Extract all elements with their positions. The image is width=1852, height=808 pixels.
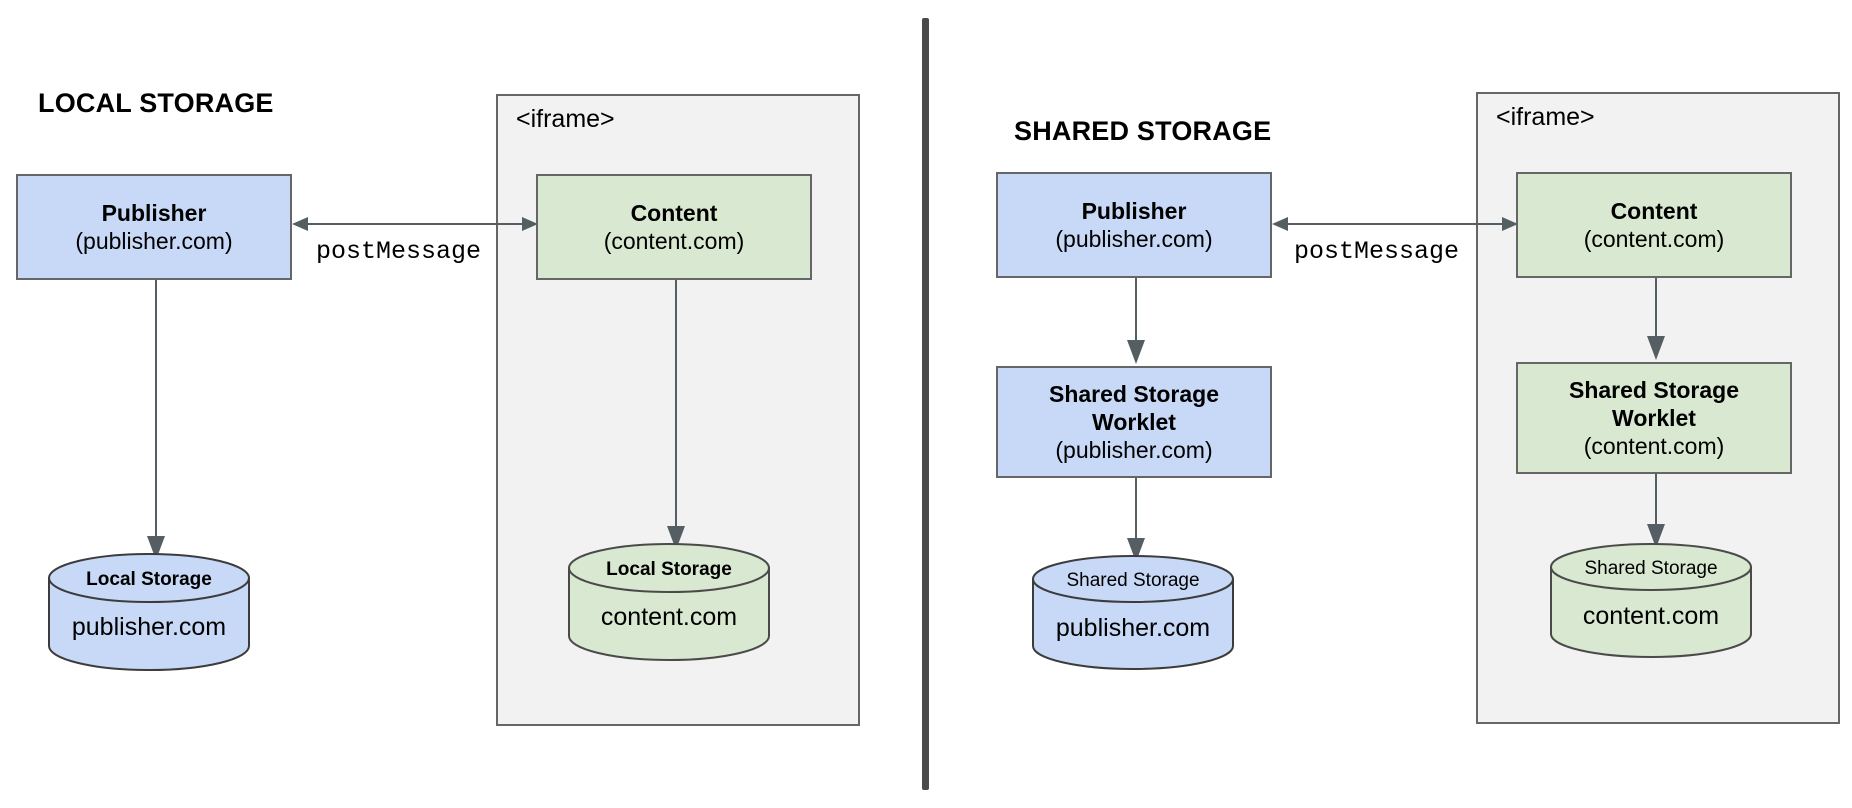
cylinder-local-storage-content-body: content.com (600, 603, 738, 631)
node-content-left-origin: (content.com) (603, 228, 745, 254)
node-publisher-right[interactable]: Publisher (publisher.com) (996, 172, 1272, 278)
node-publisher-left-origin: (publisher.com) (75, 228, 233, 254)
node-worklet-content[interactable]: Shared Storage Worklet (content.com) (1516, 362, 1792, 474)
page-title-local-storage: LOCAL STORAGE (38, 88, 274, 118)
cylinder-shared-storage-publisher-body: publisher.com (1055, 614, 1211, 642)
node-worklet-publisher-origin: (publisher.com) (1055, 437, 1213, 464)
page-title-shared-storage: SHARED STORAGE (1014, 116, 1272, 146)
cylinder-shared-storage-publisher-cap: Shared Storage (1066, 570, 1200, 591)
node-worklet-publisher[interactable]: Shared Storage Worklet (publisher.com) (996, 366, 1272, 478)
iframe-label-right: <iframe> (1496, 103, 1595, 131)
connector-worklet-to-storage-publisher (1127, 478, 1145, 562)
cylinder-shared-storage-content-body: content.com (1582, 602, 1720, 630)
connector-content-to-worklet-right (1647, 278, 1665, 360)
connector-publisher-to-worklet-right (1127, 278, 1145, 364)
label-postmessage-right: postMessage (1294, 237, 1460, 266)
cylinder-shared-storage-content-cap: Shared Storage (1584, 558, 1718, 579)
node-content-right[interactable]: Content (content.com) (1516, 172, 1792, 278)
cylinder-local-storage-publisher-cap: Local Storage (86, 569, 212, 590)
iframe-label-left: <iframe> (516, 105, 615, 133)
cylinder-local-storage-content[interactable]: Local Storage content.com (566, 542, 772, 662)
node-content-right-origin: (content.com) (1583, 226, 1725, 252)
node-content-left[interactable]: Content (content.com) (536, 174, 812, 280)
node-content-left-title: Content (630, 199, 718, 226)
node-worklet-publisher-line1: Shared Storage (1049, 380, 1219, 407)
cylinder-shared-storage-publisher[interactable]: Shared Storage publisher.com (1030, 554, 1236, 672)
label-postmessage-left: postMessage (316, 237, 482, 266)
connector-publisher-to-storage-left (147, 280, 165, 560)
cylinder-local-storage-publisher[interactable]: Local Storage publisher.com (46, 552, 252, 672)
node-worklet-publisher-line2: Worklet (1092, 408, 1176, 435)
node-publisher-right-title: Publisher (1081, 197, 1187, 224)
connector-content-to-storage-left (667, 280, 685, 550)
connector-postmessage-left (292, 217, 538, 231)
node-worklet-content-line1: Shared Storage (1569, 376, 1739, 403)
cylinder-local-storage-publisher-body: publisher.com (71, 613, 227, 641)
connector-worklet-to-storage-content (1647, 474, 1665, 548)
node-worklet-content-origin: (content.com) (1583, 433, 1725, 460)
node-publisher-left[interactable]: Publisher (publisher.com) (16, 174, 292, 280)
panel-divider (922, 18, 929, 790)
node-worklet-content-line2: Worklet (1612, 404, 1696, 431)
node-content-right-title: Content (1610, 197, 1698, 224)
node-publisher-right-origin: (publisher.com) (1055, 226, 1213, 252)
cylinder-shared-storage-content[interactable]: Shared Storage content.com (1548, 542, 1754, 660)
cylinder-local-storage-content-cap: Local Storage (606, 559, 732, 580)
connector-postmessage-right (1272, 217, 1518, 231)
node-publisher-left-title: Publisher (101, 199, 207, 226)
